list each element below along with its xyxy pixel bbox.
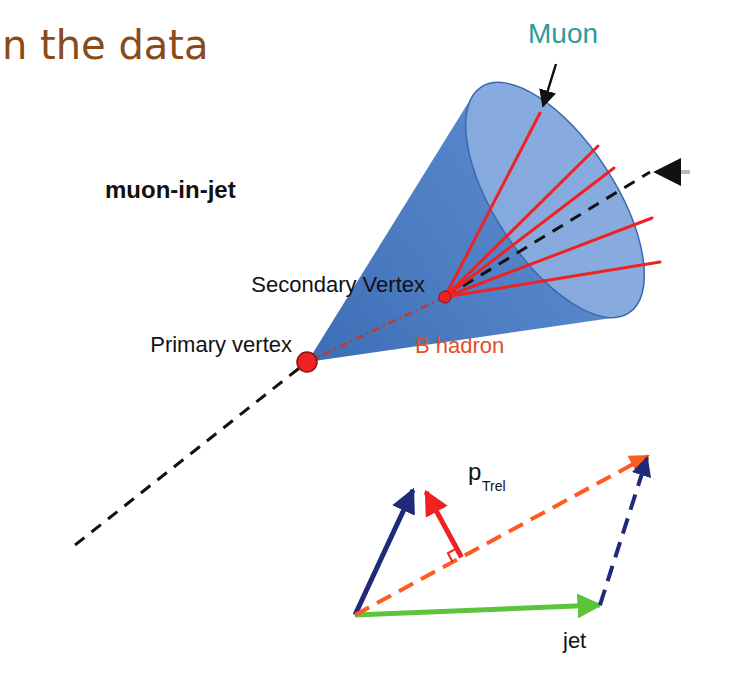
muon-track xyxy=(445,113,540,297)
jet-vector xyxy=(355,605,600,615)
momentum-symbol: p xyxy=(468,458,481,486)
sum-vector-dashed xyxy=(355,456,648,615)
secondary-vertex-dot xyxy=(439,291,451,303)
cone-opening xyxy=(431,54,679,346)
muon-vector-shifted-dashed xyxy=(600,458,647,605)
vertex-label: Secondary Vertex xyxy=(251,272,425,297)
beam-dashed-line xyxy=(75,362,307,545)
muon-vector xyxy=(355,490,413,615)
slide-title: n the data xyxy=(2,22,209,68)
vector-label: jet xyxy=(563,628,586,653)
momentum-subscript: Trel xyxy=(482,478,506,494)
vertex-label: Primary vertex xyxy=(150,332,292,357)
muon-pointer-arrow xyxy=(543,64,556,106)
track xyxy=(445,218,652,297)
particle-label: Muon xyxy=(528,18,598,50)
primary-vertex-dot xyxy=(297,352,317,372)
cone-body xyxy=(233,54,679,475)
ptrel-vector xyxy=(426,492,462,557)
diagram-heading: muon-in-jet xyxy=(105,176,236,204)
hadron-label: B hadron xyxy=(415,333,504,358)
right-angle-mark xyxy=(448,548,457,562)
track xyxy=(445,262,660,297)
pointer-arrow xyxy=(656,170,690,174)
jet-cone xyxy=(233,54,679,475)
track xyxy=(445,168,614,297)
tracks xyxy=(445,113,660,297)
